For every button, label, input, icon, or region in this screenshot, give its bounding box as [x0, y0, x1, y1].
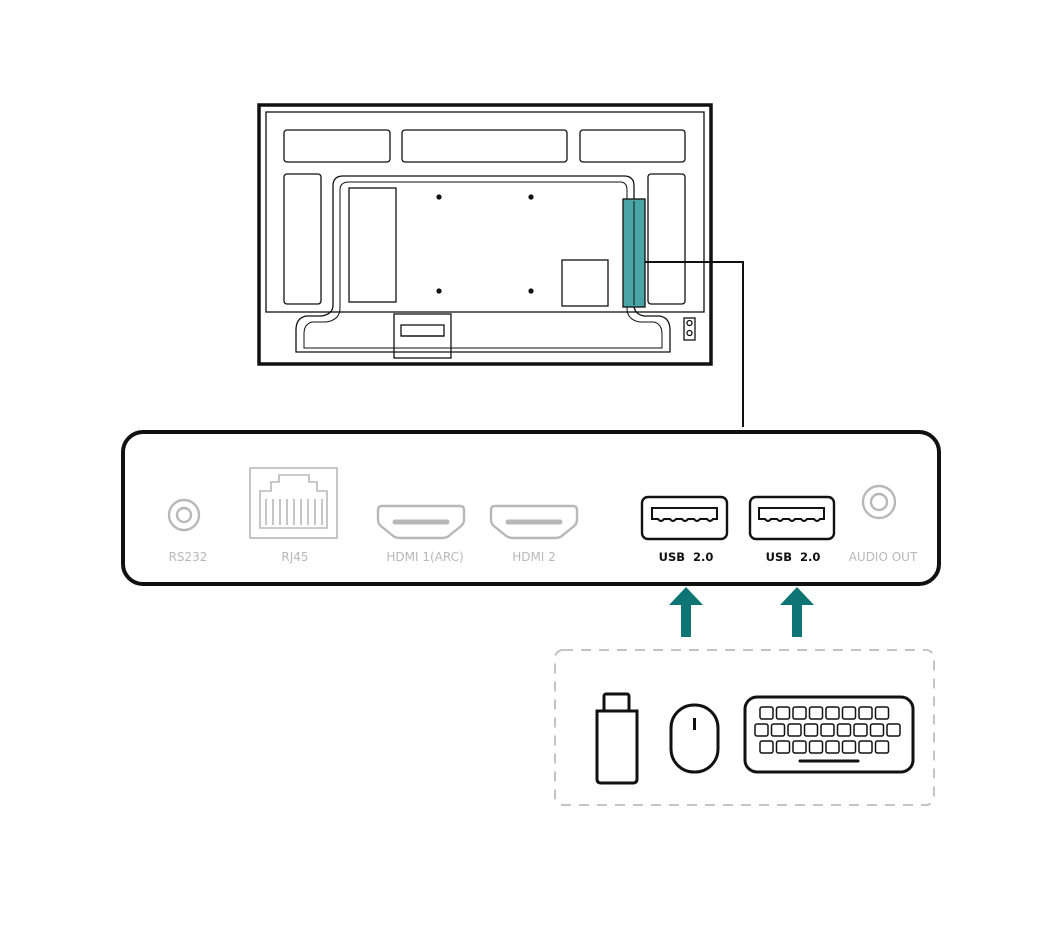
rj45-port — [249, 467, 338, 539]
screw-4 — [528, 288, 534, 294]
keyboard-icon — [743, 695, 915, 774]
arrow-head-1 — [669, 587, 703, 605]
keyboard-key — [759, 706, 774, 720]
usb-port-1 — [640, 495, 729, 541]
audio-out-label: AUDIO OUT — [849, 550, 918, 564]
usb-port-1-label: USB 2.0 — [659, 550, 714, 564]
keyboard-body — [743, 695, 915, 774]
port-panel-frame — [121, 430, 941, 586]
mouse-icon — [669, 703, 720, 774]
usb-devices-box — [554, 649, 935, 806]
keyboard-key — [874, 740, 890, 754]
usb-port-1-tongue — [651, 507, 718, 522]
rs232-jack-outer — [167, 498, 201, 532]
rj45-outer — [249, 467, 338, 539]
usb-port-2-label: USB 2.0 — [766, 550, 821, 564]
screw-2 — [528, 194, 534, 200]
keyboard-key — [803, 723, 819, 737]
mouse-body — [669, 703, 720, 774]
callout-leader-line — [645, 261, 744, 427]
keyboard-key — [775, 706, 791, 720]
top-vent-left — [283, 129, 391, 163]
hdmi2-label: HDMI 2 — [512, 550, 556, 564]
keyboard-key — [869, 723, 885, 737]
power-switch-dot-2 — [686, 329, 693, 337]
rj45-pins — [265, 499, 323, 525]
mount-plate-left — [348, 187, 397, 303]
top-vent-center — [401, 129, 568, 163]
usb-port-1-outer — [640, 495, 729, 541]
keyboard-key — [874, 706, 890, 720]
audio-out-jack-outer — [861, 484, 897, 520]
tv-back-view — [257, 103, 744, 427]
top-vent-right — [579, 129, 686, 163]
arrow-shaft-1 — [681, 604, 691, 637]
rs232-jack-inner — [175, 506, 193, 524]
keyboard-key — [825, 740, 840, 754]
audio-out-port — [861, 484, 897, 520]
keyboard-key — [836, 723, 852, 737]
power-switch-dot — [686, 319, 693, 327]
keyboard-key — [841, 740, 857, 754]
hdmi2-outline — [489, 504, 579, 540]
usb-flash-drive-icon — [595, 692, 639, 785]
keyboard-key — [820, 723, 835, 737]
keyboard-key — [754, 723, 769, 737]
mount-plate-square — [561, 259, 609, 307]
screw-3 — [436, 288, 442, 294]
rj45-label: RJ45 — [281, 550, 308, 564]
arrow-up-icon — [669, 587, 703, 637]
stand-bracket — [393, 313, 452, 359]
vesa-screws — [436, 194, 534, 294]
keyboard-key — [858, 740, 873, 754]
audio-out-jack-inner — [869, 492, 889, 512]
keyboard-key — [792, 740, 807, 754]
usb-port-2 — [748, 495, 836, 541]
usb-port-2-tongue — [758, 507, 825, 522]
usb-port-2-outer — [748, 495, 836, 541]
hdmi1-label: HDMI 1(ARC) — [386, 550, 463, 564]
keyboard-key — [825, 706, 840, 720]
keyboard-key — [841, 706, 857, 720]
keyboard-key — [770, 723, 786, 737]
rj45-socket — [259, 474, 328, 529]
hdmi1-port — [376, 504, 466, 540]
flash-drive-body — [595, 709, 639, 785]
keyboard-keys — [754, 706, 901, 754]
keyboard-key — [808, 706, 824, 720]
stand-bracket-inner — [400, 324, 445, 337]
keyboard-key — [792, 706, 807, 720]
rs232-label: RS232 — [169, 550, 208, 564]
hdmi2-port — [489, 504, 579, 540]
arrow-up-icon — [780, 587, 814, 637]
side-vent-left — [283, 173, 322, 305]
keyboard-key — [858, 706, 873, 720]
power-switch — [683, 317, 696, 341]
keyboard-key — [853, 723, 868, 737]
screw-1 — [436, 194, 442, 200]
keyboard-key — [808, 740, 824, 754]
arrow-head-2 — [780, 587, 814, 605]
keyboard-key — [787, 723, 802, 737]
arrow-shaft-2 — [792, 604, 802, 637]
keyboard-key — [886, 723, 901, 737]
rs232-port — [167, 498, 201, 532]
tv-inner-frame — [265, 111, 705, 313]
keyboard-key — [775, 740, 791, 754]
keyboard-key — [759, 740, 774, 754]
tv-outer-frame — [257, 103, 713, 366]
port-panel: RS232 RJ45 HDMI 1(ARC) — [121, 430, 941, 586]
side-vent-right — [647, 173, 686, 305]
flash-drive-cap — [602, 692, 631, 713]
back-panel-outline — [295, 175, 671, 353]
hdmi1-outline — [376, 504, 466, 540]
